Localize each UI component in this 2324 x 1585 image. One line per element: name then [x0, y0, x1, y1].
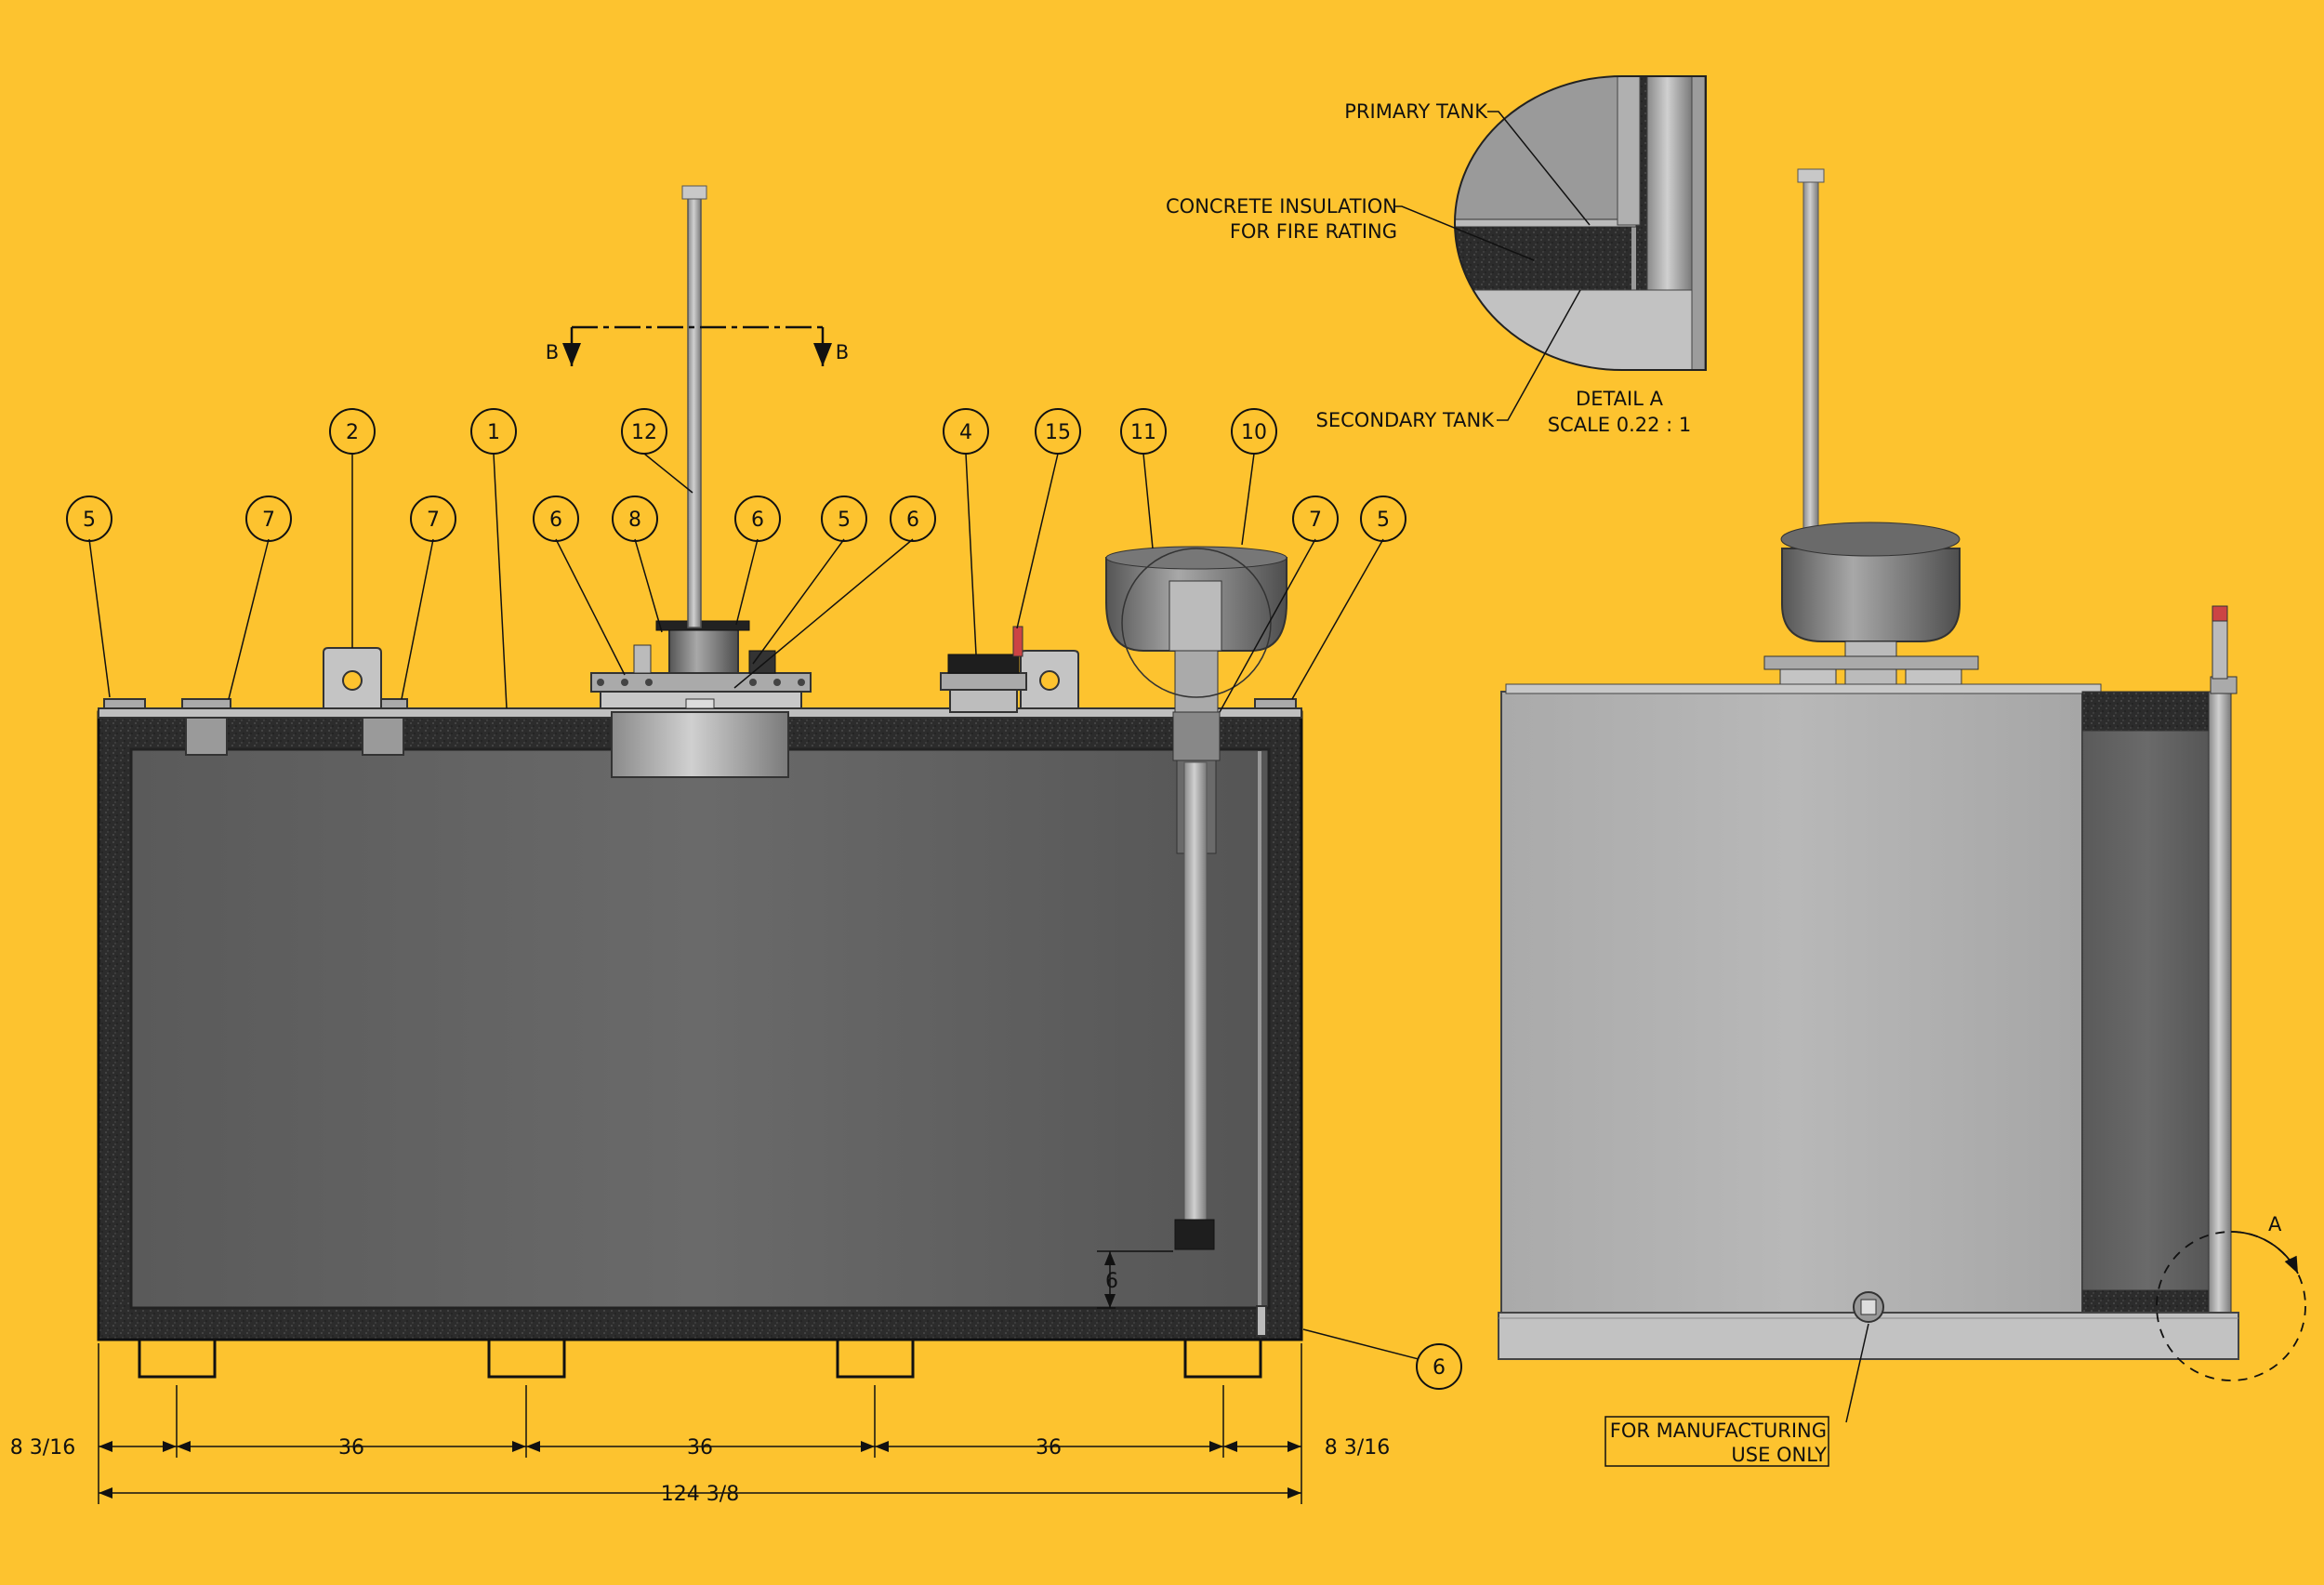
dim-right-offset: 8 3/16 — [1325, 1436, 1390, 1460]
svg-text:1: 1 — [487, 421, 500, 444]
svg-text:6: 6 — [1433, 1356, 1446, 1380]
svg-text:6: 6 — [549, 509, 562, 532]
vent-pipe — [687, 190, 702, 628]
fire-rating-label: FOR FIRE RATING — [1230, 220, 1397, 243]
balloon-b4: 7 — [410, 495, 456, 542]
svg-text:5: 5 — [838, 509, 851, 532]
svg-text:6: 6 — [906, 509, 919, 532]
suction-gap-value: 6 — [1105, 1270, 1118, 1293]
primary-tank-interior — [129, 747, 1271, 1310]
skid — [487, 1338, 566, 1379]
manufacturing-note-line1: FOR MANUFACTURING — [1610, 1420, 1827, 1442]
svg-text:6: 6 — [751, 509, 764, 532]
detail-a-marker: A — [2156, 1213, 2306, 1381]
balloon-b18: 6 — [1416, 1343, 1462, 1390]
balloon-b12: 4 — [943, 408, 989, 455]
dim-left-offset: 8 3/16 — [10, 1436, 75, 1460]
balloon-b11: 6 — [890, 495, 936, 542]
balloon-b16: 7 — [1292, 495, 1339, 542]
svg-text:7: 7 — [1309, 509, 1322, 532]
dim-spacing-1: 36 — [338, 1436, 364, 1460]
secondary-tank-label: SECONDARY TANK — [1316, 409, 1496, 431]
manufacturing-note-line2: USE ONLY — [1731, 1444, 1827, 1466]
svg-text:10: 10 — [1241, 421, 1267, 444]
balloon-b1: 5 — [66, 495, 112, 542]
detail-title: DETAIL A — [1576, 388, 1664, 410]
suction-gap-dimension: 6 — [1097, 1250, 1173, 1309]
balloon-b14: 11 — [1120, 408, 1167, 455]
balloon-b2: 7 — [245, 495, 292, 542]
svg-text:2: 2 — [346, 421, 359, 444]
balloon-b13: 15 — [1035, 408, 1081, 455]
detail-a-view: PRIMARY TANK CONCRETE INSULATION FOR FIR… — [1166, 75, 1707, 436]
balloon-b7: 8 — [612, 495, 658, 542]
concrete-insulation-label: CONCRETE INSULATION — [1166, 195, 1397, 218]
fill-port — [940, 626, 1027, 713]
balloon-b10: 5 — [821, 495, 867, 542]
balloon-b5: 1 — [470, 408, 517, 455]
balloon-b6: 6 — [533, 495, 579, 542]
balloon-b17: 5 — [1360, 495, 1406, 542]
pump-assembly — [1105, 546, 1287, 1250]
balloon-b8: 12 — [621, 408, 667, 455]
part-balloons: 5 7 2 7 1 6 8 12 6 5 6 4 15 11 10 7 5 6 — [66, 408, 1462, 1390]
skid-dimensions: 8 3/16 36 36 36 8 3/16 124 3/8 — [10, 1343, 1390, 1506]
bung-fitting — [103, 698, 1297, 756]
balloon-b15: 10 — [1231, 408, 1277, 455]
detail-scale: SCALE 0.22 : 1 — [1548, 414, 1692, 436]
primary-tank-label: PRIMARY TANK — [1344, 100, 1488, 123]
leader-lines — [88, 453, 1419, 1360]
balloon-b9: 6 — [734, 495, 781, 542]
tank-end-face — [1500, 691, 2083, 1325]
central-manway — [590, 185, 812, 778]
skid — [836, 1338, 915, 1379]
svg-text:12: 12 — [631, 421, 657, 444]
lifting-lug — [323, 647, 1079, 709]
svg-text:11: 11 — [1130, 421, 1156, 444]
section-label-right: B — [836, 341, 849, 363]
detail-a-marker-label: A — [2268, 1213, 2282, 1235]
end-view: FOR MANUFACTURING USE ONLY A — [1498, 168, 2306, 1467]
svg-text:15: 15 — [1045, 421, 1071, 444]
svg-text:4: 4 — [959, 421, 972, 444]
section-label-left: B — [546, 341, 559, 363]
svg-text:5: 5 — [83, 509, 96, 532]
section-cut-line: B B — [546, 325, 849, 366]
dim-spacing-2: 36 — [687, 1436, 713, 1460]
section-view: 6 B B — [10, 185, 1462, 1506]
dim-spacing-3: 36 — [1036, 1436, 1062, 1460]
skid — [1183, 1338, 1262, 1379]
svg-text:5: 5 — [1377, 509, 1390, 532]
svg-text:7: 7 — [427, 509, 440, 532]
dim-overall-length: 124 3/8 — [661, 1483, 739, 1506]
balloon-b3: 2 — [329, 408, 376, 455]
svg-text:8: 8 — [628, 509, 641, 532]
skid — [138, 1338, 217, 1379]
svg-text:7: 7 — [262, 509, 275, 532]
